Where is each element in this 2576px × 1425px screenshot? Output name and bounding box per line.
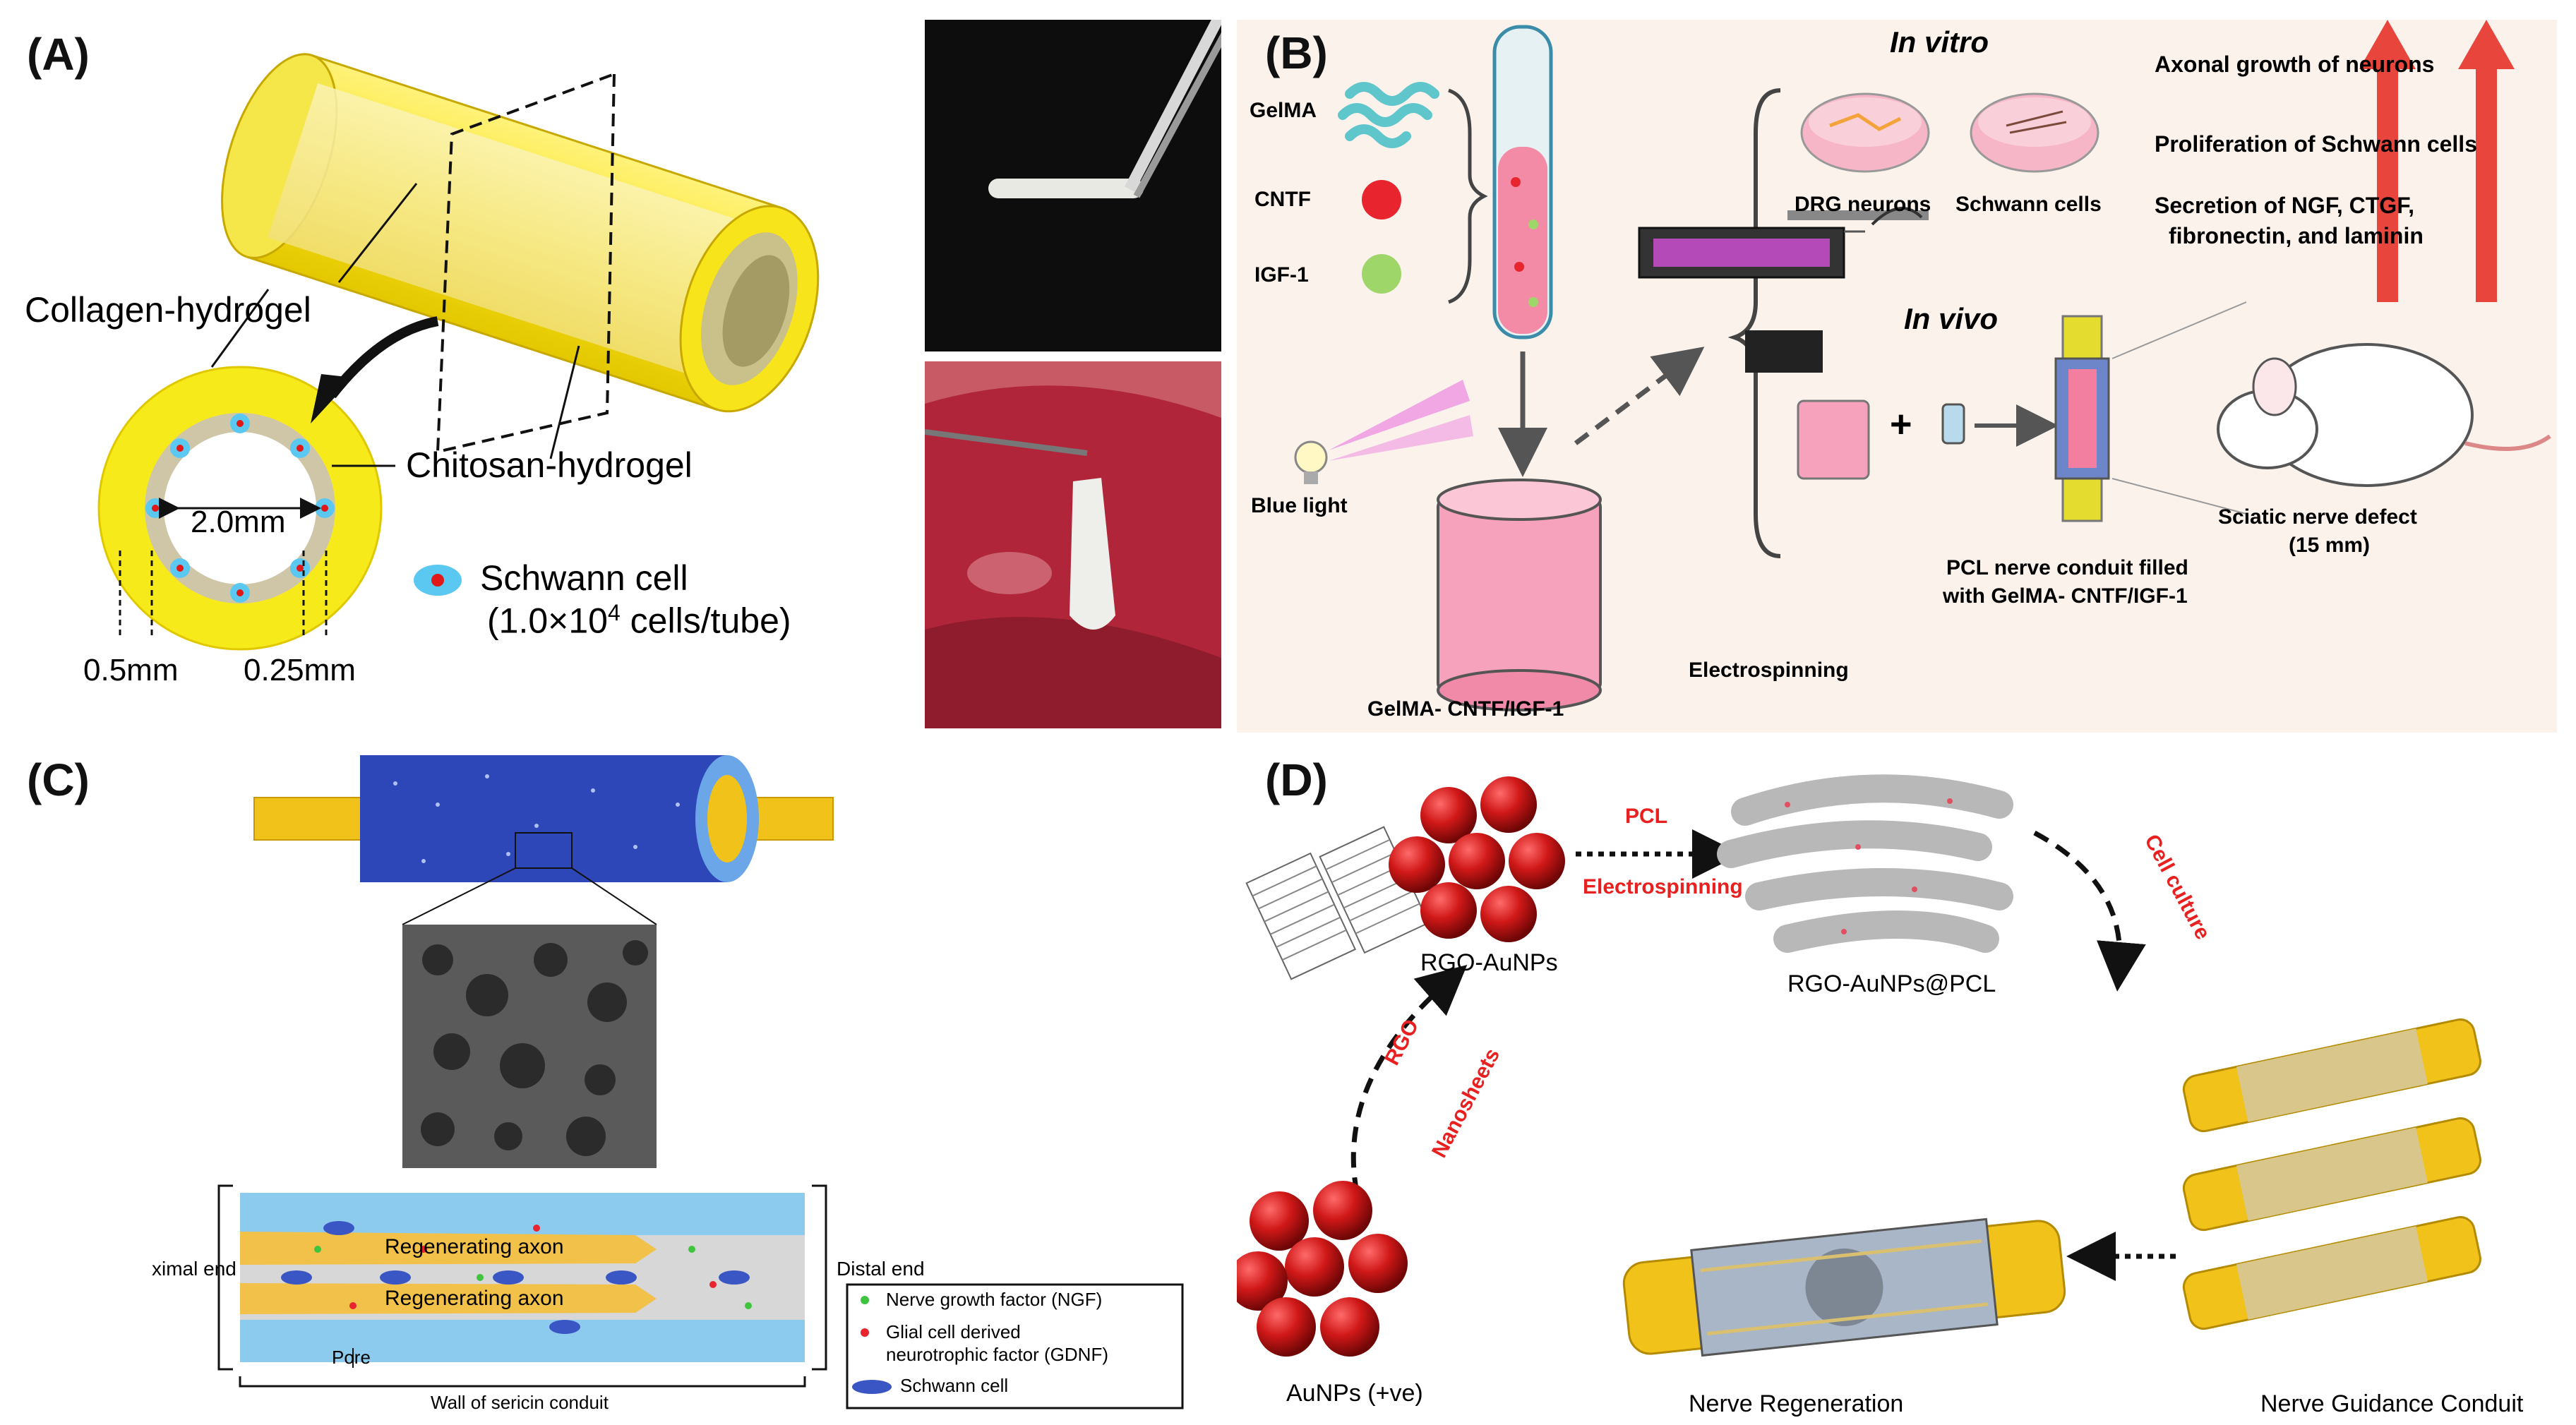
legend-box [846,1283,1184,1409]
photo-surgical-implant [925,361,1221,728]
in-vivo-label: In vivo [1904,302,1999,335]
schwann-label: Schwann cell [480,558,688,598]
gelma-icon [1338,82,1439,148]
cntf-icon [1362,180,1401,220]
cntf-label: CNTF [1254,188,1311,211]
gelma-beaker [1437,479,1602,711]
effect-proliferation: Proliferation of Schwann cells [2155,131,2477,157]
nerve-guidance-conduits [2182,1018,2481,1330]
wall-label: Wall of sericin conduit [431,1392,609,1413]
nerve-regeneration-label: Nerve Regeneration [1689,1390,1904,1417]
panel-a: (A) [0,0,918,734]
axon-2 [240,1283,657,1314]
in-vitro-label: In vitro [1890,25,1989,59]
gelma-label: GelMA [1250,99,1317,122]
section-arrow [328,316,439,399]
rgo-nanosheets-icon [1245,826,1430,980]
effect-axonal: Axonal growth of neurons [2155,52,2435,77]
panel-a-diagram [97,53,820,651]
aunps-cluster [1237,1181,1408,1357]
legend-sc-icon [852,1380,892,1394]
pcl-conduit [2054,315,2110,522]
conduit-label-b: with GelMA- CNTF/IGF-1 [1943,584,2188,608]
chitosan-label: Chitosan-hydrogel [406,445,693,485]
nerve-guidance-conduit-label: Nerve Guidance Conduit [2260,1390,2524,1417]
panel-a-tag: (A) [27,29,90,80]
rgo-aunps-pcl-fibers [1717,774,2013,953]
aunps-label: AuNPs (+ve) [1286,1380,1423,1407]
defect-label-b: (15 mm) [2289,534,2371,557]
panel-b-tag: (B) [1265,28,1328,78]
section-wall-bottom [240,1320,805,1362]
panel-c: (C) [0,741,1235,1425]
cell-density-unit: cells/tube) [620,601,791,641]
blue-light-label: Blue light [1251,494,1348,517]
inner-thickness-label: 0.25mm [244,653,356,687]
panel-c-diagram [217,755,1184,1409]
conduit-label-a: PCL nerve conduit filled [1946,556,2188,579]
panel-d-diagram [1237,774,2481,1357]
blue-light-icon [1294,380,1473,484]
distal-label: Distal end [837,1258,925,1280]
panel-b: (B) [1237,20,2557,733]
proximal-label: ximal end [152,1258,236,1280]
igf-label: IGF-1 [1254,263,1309,287]
effect-secretion-a: Secretion of NGF, CTGF, [2155,193,2415,218]
igf-icon [1362,254,1401,294]
rgo-aunps-label: RGO-AuNPs [1420,949,1558,976]
inner-diameter-label: 2.0mm [191,505,286,539]
pore-label: Pore [332,1347,371,1368]
axon-label-1: Regenerating axon [385,1235,564,1258]
defect-label-a: Sciatic nerve defect [2218,505,2417,529]
gelma-mix-label: GelMA- CNTF/IGF-1 [1367,697,1564,721]
schwann-cells-label: Schwann cells [1955,193,2102,216]
legend-ngf-label: Nerve growth factor (NGF) [886,1289,1103,1310]
outer-thickness-label: 0.5mm [83,653,179,687]
axon-1 [240,1232,657,1265]
photo-conduit-forceps [925,20,1221,351]
hydrogel-cylinder [1797,399,1870,480]
electrospinning-d-label: Electrospinning [1583,875,1743,898]
legend-gdnf-dot [861,1328,869,1337]
collagen-label: Collagen-hydrogel [25,290,311,330]
test-tube [1492,25,1553,339]
legend-gdnf-label-a: Glial cell derived [886,1321,1021,1342]
cell-density-exp: 4 [607,600,621,625]
panel-d: (D) [1237,741,2576,1425]
legend-ngf-dot [861,1296,869,1304]
cell-density-base: (1.0×10 [487,601,608,641]
pcl-label: PCL [1625,805,1667,828]
electrospinning-label: Electrospinning [1689,659,1849,682]
axon-label-2: Regenerating axon [385,1287,564,1310]
legend-sc-label: Schwann cell [900,1375,1009,1396]
drg-label: DRG neurons [1795,193,1931,216]
sericin-conduit [360,755,727,882]
rgo-aunps-cluster [1389,776,1565,942]
effect-secretion-b: fibronectin, and laminin [2169,223,2424,248]
cut-plane [436,72,616,454]
regeneration-conduit [1622,1217,2066,1357]
cross-section [97,366,383,651]
panel-b-diagram [1294,20,2551,711]
electrospinning-device [1638,207,1929,373]
cell-density-label: (1.0×104 cells/tube) [487,600,791,642]
legend-gdnf-label-b: neurotrophic factor (GDNF) [886,1344,1108,1365]
panel-c-tag: (C) [27,754,90,805]
panel-d-tag: (D) [1265,754,1328,805]
rat-icon [2217,343,2551,487]
plus-sign: + [1890,403,1912,445]
conduit-tube [221,53,820,413]
rgo-aunps-pcl-label: RGO-AuNPs@PCL [1787,970,1996,997]
